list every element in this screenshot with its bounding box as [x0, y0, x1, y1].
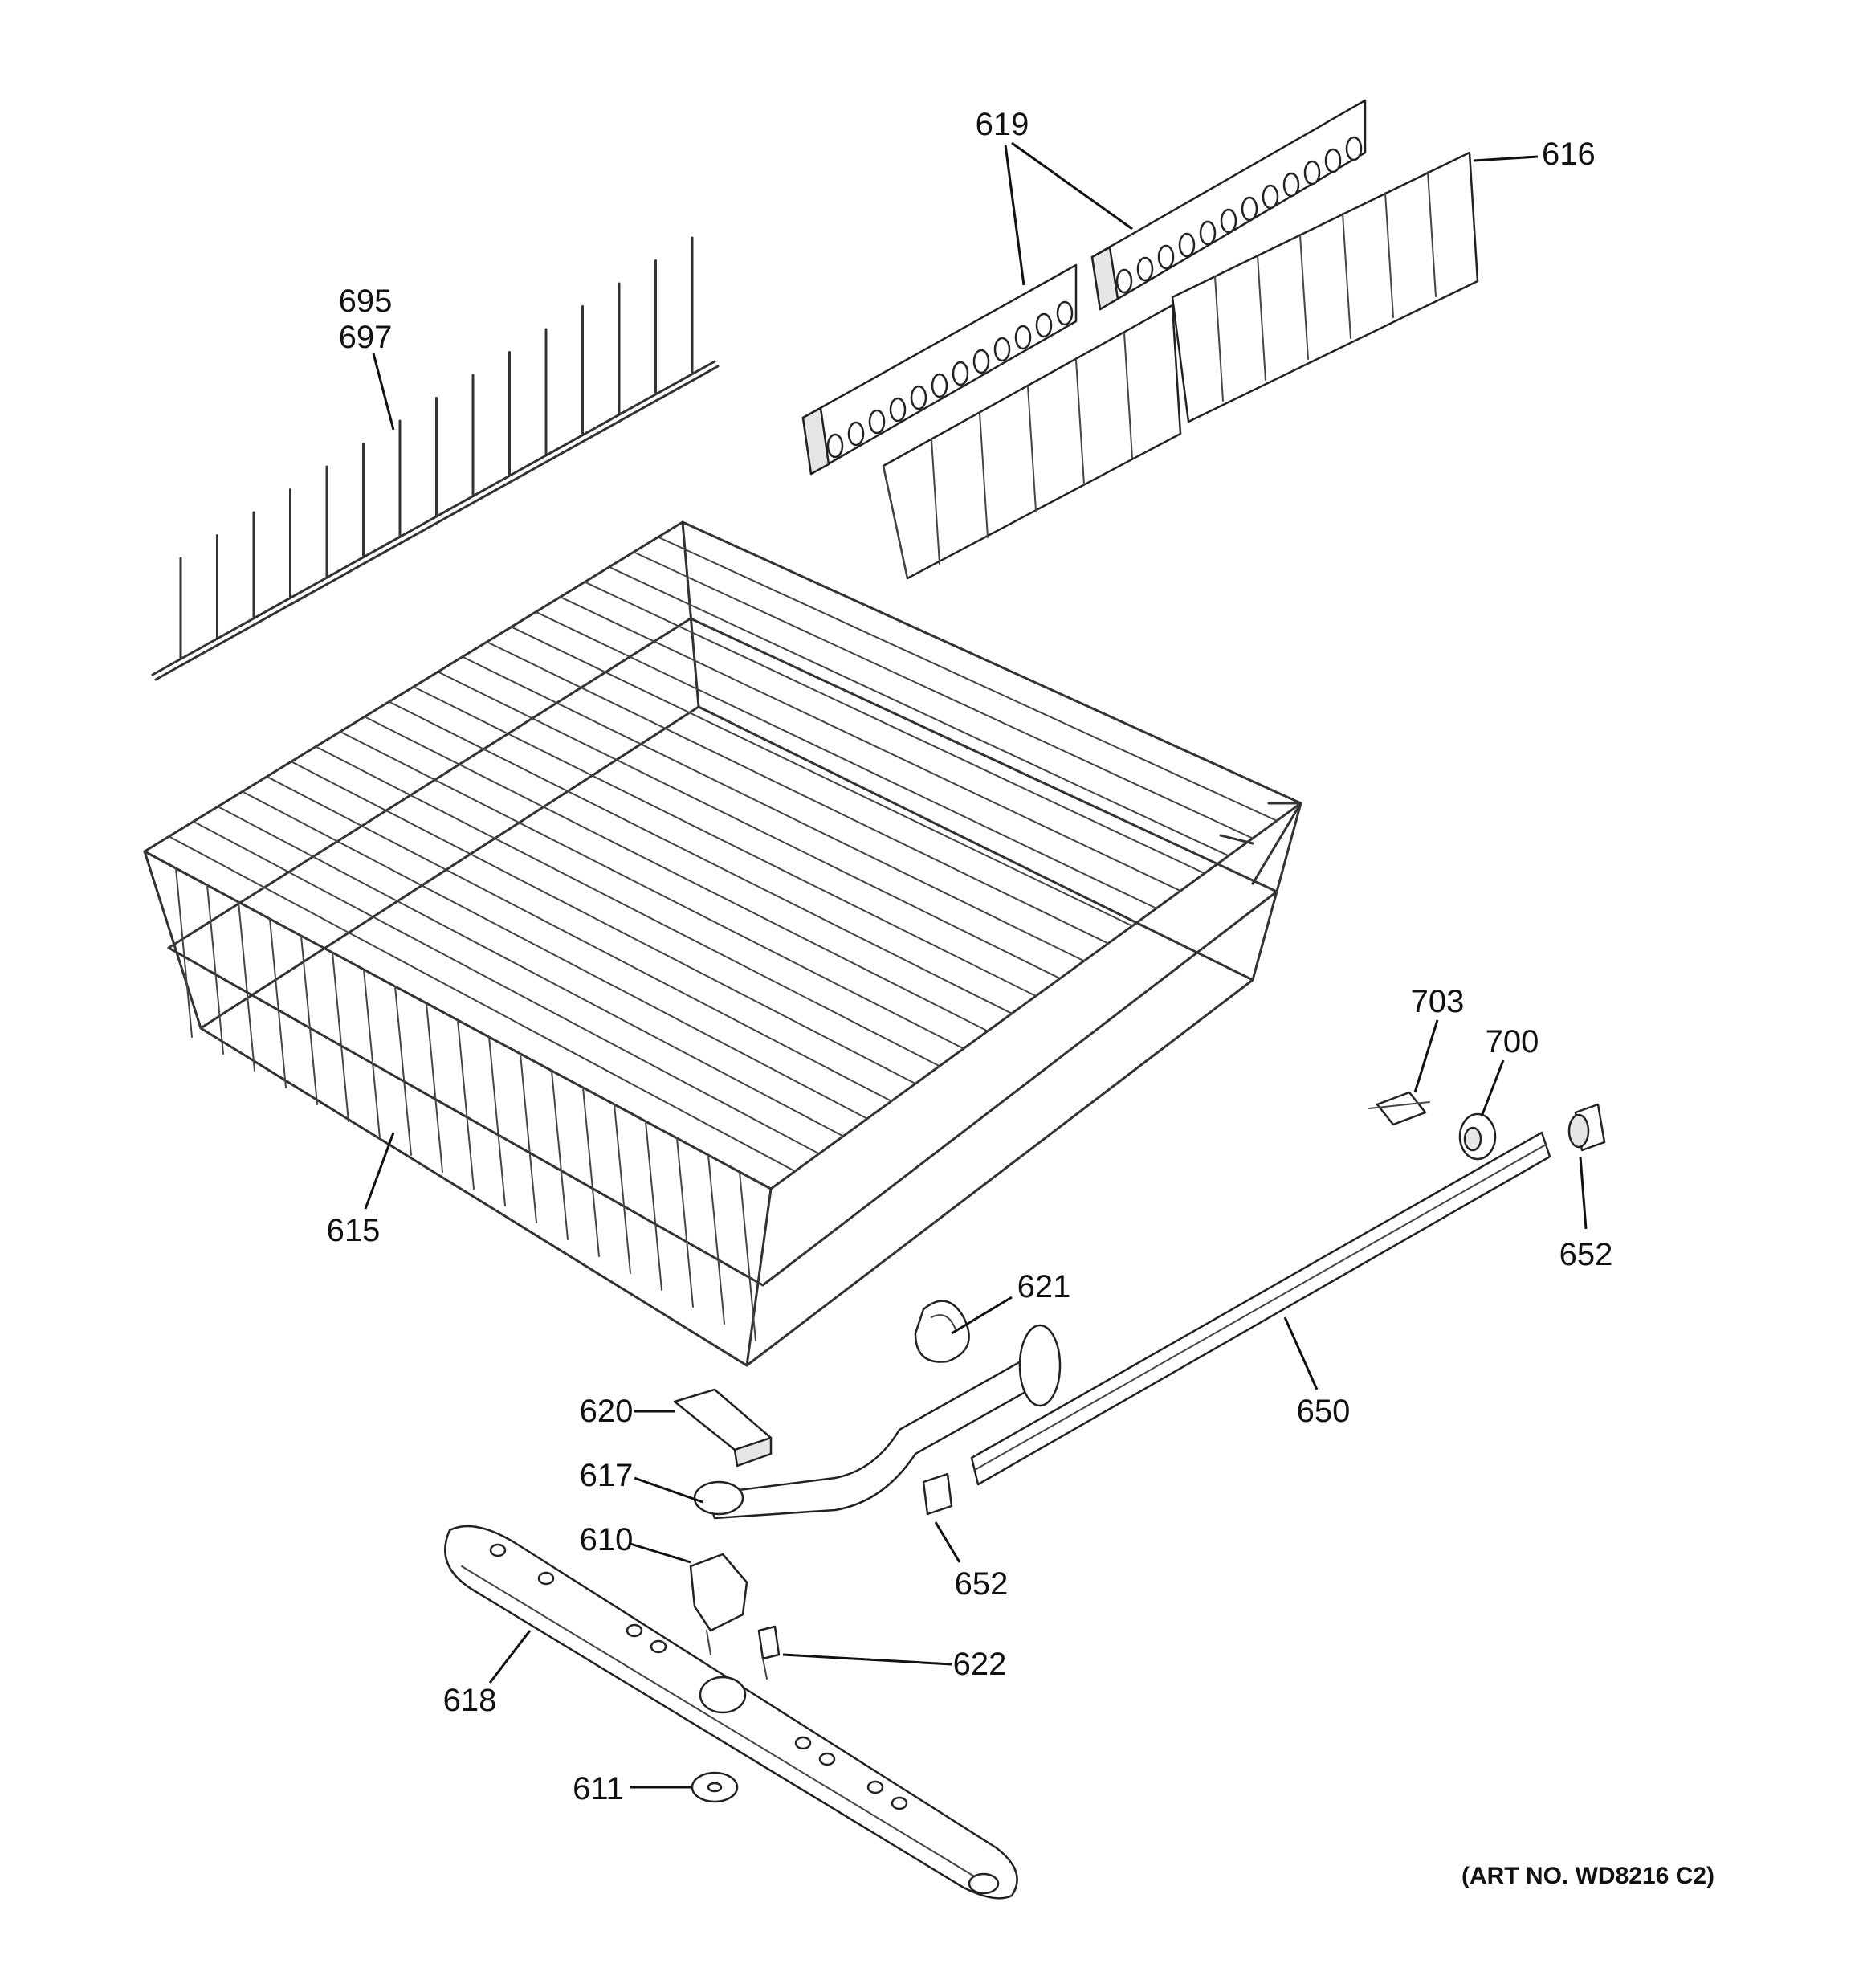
shelf-rail-part [882, 151, 1479, 580]
screw-622-part [757, 1625, 781, 1680]
callout-611: 611 [573, 1771, 624, 1806]
manifold-617-part [693, 1324, 1062, 1520]
upper-rack-part [143, 520, 1302, 1367]
clip-703-part [1368, 1091, 1430, 1126]
cup-shelf-clips-part [801, 99, 1367, 476]
callout-617: 617 [580, 1458, 634, 1493]
end-cap-652-bottom-part [922, 1472, 953, 1516]
cover-620-part [673, 1388, 773, 1468]
callout-650: 650 [1297, 1394, 1351, 1429]
washer-611-part [691, 1771, 739, 1803]
spray-arm-618-part [444, 1525, 1018, 1900]
bushing-700-part [1458, 1112, 1497, 1161]
callout-697: 697 [339, 320, 393, 355]
callout-703: 703 [1411, 984, 1465, 1019]
clamp-621-part [914, 1300, 970, 1363]
callout-621: 621 [1017, 1269, 1071, 1304]
leader-lines [364, 141, 1588, 1789]
callout-610: 610 [580, 1522, 634, 1557]
supply-tube-650-part [970, 1131, 1551, 1486]
callout-695: 695 [339, 284, 393, 319]
end-cap-652-top-part [1567, 1103, 1606, 1152]
callout-616: 616 [1542, 137, 1596, 172]
callout-700: 700 [1486, 1024, 1539, 1059]
callout-619: 619 [976, 107, 1029, 142]
art-number: (ART NO. WD8216 C2) [1461, 1863, 1714, 1889]
callout-620: 620 [580, 1394, 634, 1429]
callout-652-bottom: 652 [955, 1566, 1009, 1602]
callout-615: 615 [327, 1213, 381, 1248]
callout-labels: 619 616 695 697 615 703 700 652 621 650 … [327, 107, 1613, 1806]
callout-622: 622 [953, 1647, 1007, 1682]
callout-652-top: 652 [1559, 1237, 1613, 1272]
tine-row-part [151, 236, 720, 681]
callout-618: 618 [443, 1683, 497, 1718]
bearing-610-part [689, 1553, 748, 1655]
